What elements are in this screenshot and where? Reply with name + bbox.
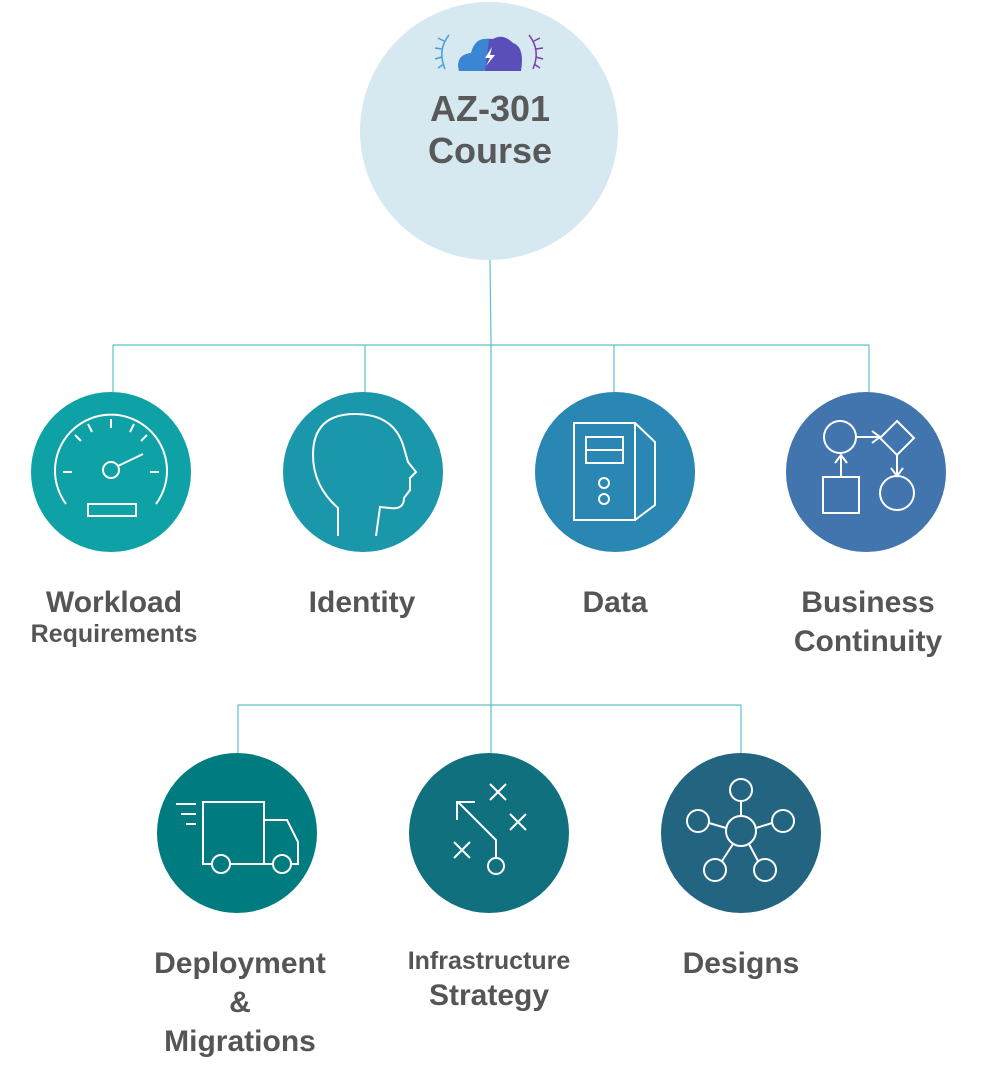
topic-data	[535, 392, 695, 552]
label-infrastructure: Infrastructure Strategy	[378, 944, 600, 1014]
label-deployment-line2: &	[229, 986, 251, 1019]
topic-designs	[661, 753, 821, 913]
flowchart-icon	[822, 419, 916, 514]
label-identity-line1: Identity	[308, 586, 416, 619]
topic-circle	[283, 392, 443, 552]
cloud-lightning-laurel-icon	[434, 34, 544, 71]
root-title: AZ-301 Course	[390, 88, 590, 172]
topic-circle	[661, 753, 821, 913]
label-workload-line1: Workload	[45, 586, 183, 619]
topic-circle	[157, 753, 317, 913]
label-designs: Designs	[641, 946, 841, 982]
label-business-line1: Business	[801, 586, 935, 619]
label-infrastructure-line2: Strategy	[428, 979, 550, 1012]
strategy-play-icon	[453, 783, 527, 875]
topic-infrastructure	[409, 753, 569, 913]
hub-network-icon	[686, 778, 795, 882]
topic-workload	[31, 392, 191, 552]
label-business-line2: Continuity	[793, 625, 943, 658]
speedometer-icon	[54, 413, 168, 517]
topic-business	[786, 392, 946, 552]
label-identity: Identity	[262, 585, 462, 621]
label-workload: Workload Requirements	[0, 585, 228, 651]
label-deployment: Deployment & Migrations	[130, 946, 350, 1060]
label-data-line1: Data	[582, 586, 648, 619]
delivery-truck-icon	[176, 801, 299, 874]
label-data: Data	[515, 585, 715, 621]
topic-circle	[786, 392, 946, 552]
root-circle	[360, 2, 618, 260]
topic-deployment	[157, 753, 317, 913]
connector-trunk	[489, 259, 492, 753]
root-title-line1: AZ-301	[429, 88, 551, 129]
root-title-line2: Course	[427, 130, 553, 171]
topic-circle	[535, 392, 695, 552]
label-deployment-line3: Migrations	[164, 1025, 316, 1058]
label-workload-line2: Requirements	[30, 620, 198, 648]
label-deployment-line1: Deployment	[154, 947, 326, 980]
label-business: Business Continuity	[758, 585, 978, 660]
connectors	[112, 259, 870, 753]
label-designs-line1: Designs	[682, 947, 800, 980]
server-tower-icon	[573, 422, 656, 521]
head-profile-icon	[311, 412, 418, 537]
root-node	[360, 2, 618, 260]
topic-identity	[283, 392, 443, 552]
label-infrastructure-line1: Infrastructure	[407, 947, 571, 975]
